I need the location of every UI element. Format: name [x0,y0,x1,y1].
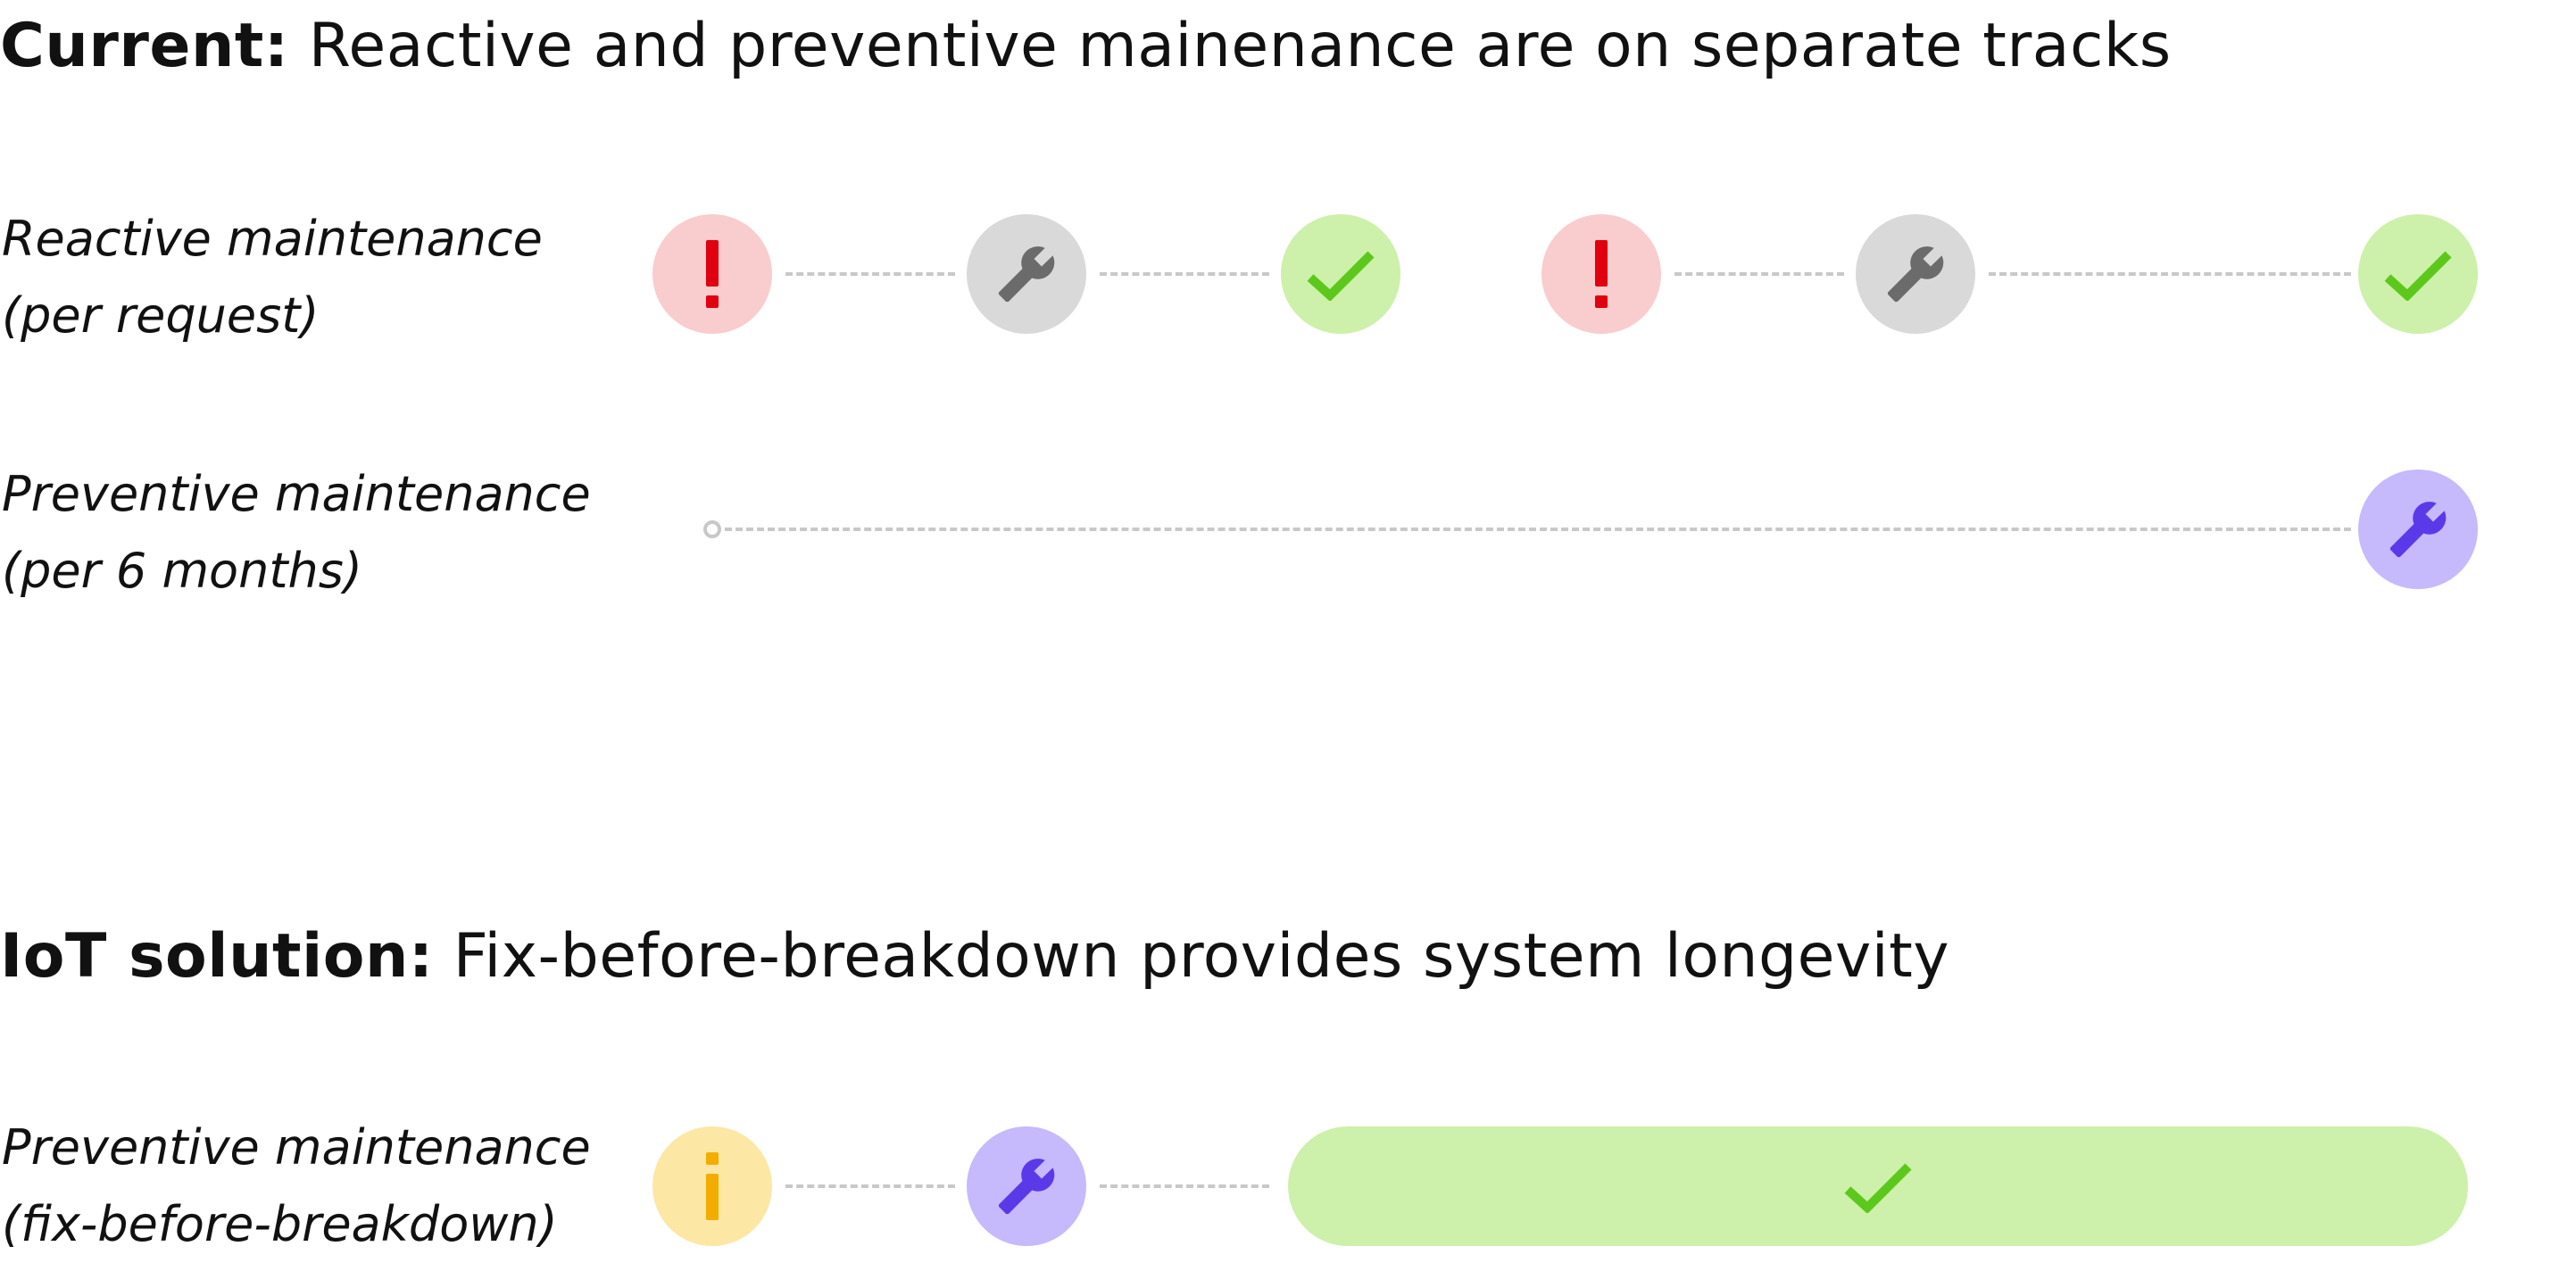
start-dot [703,520,721,538]
checkmark-icon [2358,214,2478,334]
row-label-reactive-line2: (per request) [2,287,320,344]
section-heading-current: Current: Reactive and preventive mainena… [0,16,2172,77]
info-icon [652,1126,772,1246]
connector-line [785,272,955,276]
connector-line [725,528,2351,531]
row-label-reactive-line1: Reactive maintenance [2,211,543,267]
checkmark-icon [1844,1163,1912,1213]
wrench-icon [967,1126,1086,1246]
connector-line [1989,272,2351,276]
connector-line [1674,272,1844,276]
heading-current-bold: Current: [0,11,289,81]
exclamation-icon [652,214,772,334]
system-healthy-bar [1288,1126,2468,1246]
wrench-icon [967,214,1086,334]
heading-iot-bold: IoT solution: [0,921,434,992]
heading-iot-text: Fix-before-breakdown provides system lon… [433,921,1950,992]
wrench-icon [1856,214,1975,334]
exclamation-icon [1541,214,1661,334]
row-label-iot: Preventive maintenance (fix-before-break… [2,1109,591,1263]
row-label-iot-line2: (fix-before-breakdown) [2,1196,558,1252]
connector-line [1100,272,1269,276]
checkmark-icon [1281,214,1400,334]
row-label-preventive: Preventive maintenance (per 6 months) [2,456,591,610]
row-label-preventive-line1: Preventive maintenance [2,466,591,522]
row-label-preventive-line2: (per 6 months) [2,543,362,599]
connector-line [785,1184,955,1188]
section-heading-iot: IoT solution: Fix-before-breakdown provi… [0,926,1949,987]
row-label-iot-line1: Preventive maintenance [2,1119,591,1176]
heading-current-text: Reactive and preventive mainenance are o… [288,11,2172,81]
connector-line [1100,1184,1269,1188]
row-label-reactive: Reactive maintenance (per request) [2,201,543,354]
wrench-icon [2358,469,2478,589]
